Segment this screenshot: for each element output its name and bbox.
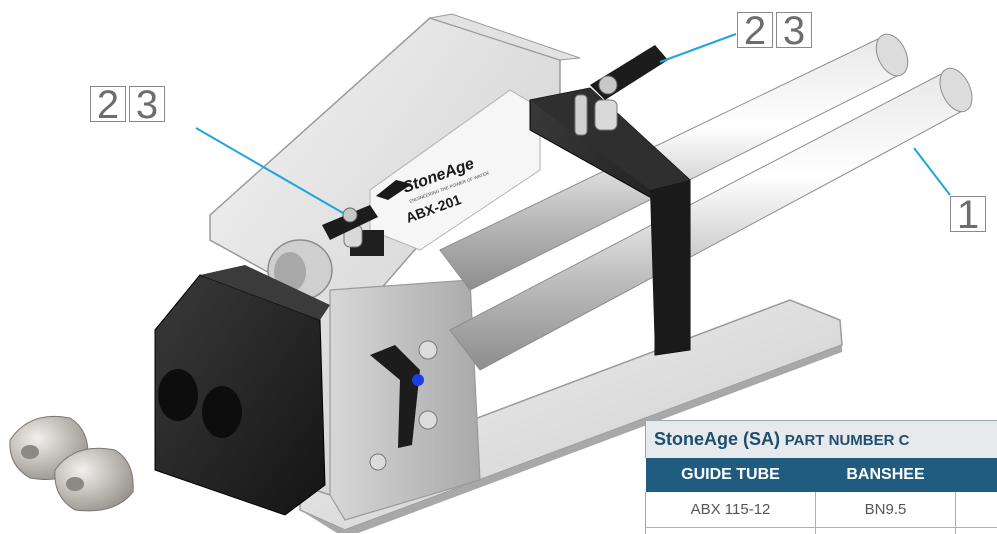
clamp-lever-right [590, 45, 668, 130]
column-header-banshee: BANSHEE [816, 458, 956, 492]
nozzle-heads [10, 416, 133, 511]
table-cell-empty [646, 528, 816, 534]
table-title-sub: PART NUMBER C [785, 432, 910, 449]
table-title-main: StoneAge (SA) [654, 429, 780, 449]
callout-box: 1 [950, 196, 986, 232]
callout-box: 3 [776, 12, 812, 48]
column-header-cropped [956, 458, 997, 492]
callout-top-right: 2 3 [737, 12, 812, 48]
part-number-table: StoneAge (SA) PART NUMBER C GUIDE TUBE B… [645, 420, 997, 534]
nozzle-head-front [55, 448, 133, 511]
table-row: ABX 115-12 BN9.5 [646, 492, 997, 528]
table-cell-cropped [956, 492, 997, 528]
column-header-guide-tube: GUIDE TUBE [646, 458, 816, 492]
callout-box: 3 [129, 86, 165, 122]
table-cell-banshee: BN9.5 [816, 492, 956, 528]
table-row-partial [646, 528, 997, 534]
table-header-row: GUIDE TUBE BANSHEE [646, 458, 997, 492]
leader-line-top-right [660, 34, 736, 62]
table-title-row: StoneAge (SA) PART NUMBER C [646, 421, 997, 459]
callout-box: 2 [737, 12, 773, 48]
callout-right: 1 [950, 196, 986, 232]
table-title: StoneAge (SA) PART NUMBER C [646, 421, 997, 459]
front-head-block [155, 265, 330, 515]
callout-box: 2 [90, 86, 126, 122]
table-cell-empty [816, 528, 956, 534]
table-cell-empty [956, 528, 997, 534]
callout-left: 2 3 [90, 86, 165, 122]
table-cell-guide-tube: ABX 115-12 [646, 492, 816, 528]
leader-line-right [914, 148, 950, 195]
